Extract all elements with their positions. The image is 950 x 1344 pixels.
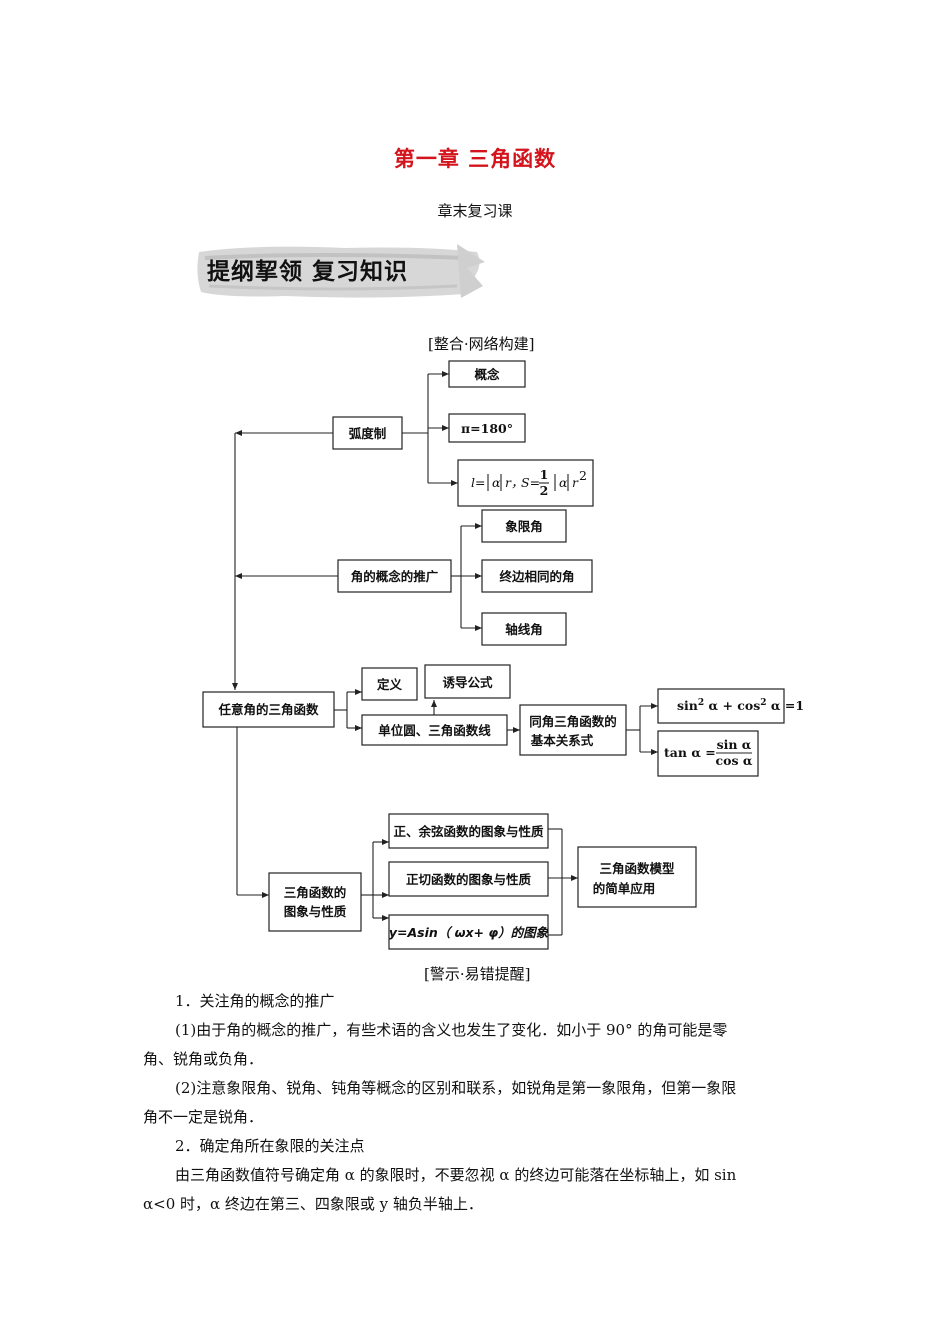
generalize-label: 角的概念的推广 xyxy=(351,569,439,584)
p1-line1: (1)由于角的概念的推广，有些术语的含义也发生了变化．如小于 90° 的角可能是… xyxy=(175,1021,728,1039)
trig-any-angle-box xyxy=(202,691,335,728)
graph-props-line2: 图象与性质 xyxy=(284,904,347,919)
quadrant-label: 象限角 xyxy=(505,519,543,534)
definition-box xyxy=(361,667,418,701)
pythag-identity: sin2 α + cos2 α =1 xyxy=(677,698,804,713)
model-line2: 的简单应用 xyxy=(593,881,656,896)
sincos-graph-box xyxy=(388,813,549,849)
p1-line2: 角、锐角或负角． xyxy=(143,1050,264,1068)
p3-line2: α<0 时，α 终边在第三、四象限或 y 轴负半轴上． xyxy=(143,1195,483,1213)
radian-box xyxy=(332,416,403,450)
asin-graph-label: y=Asin（ ωx+ φ）的图象 xyxy=(389,925,549,940)
axis-box xyxy=(481,612,567,646)
quadrant-box xyxy=(481,509,567,543)
brush-banner xyxy=(197,244,485,298)
svg-text:sin α: sin α xyxy=(717,737,752,752)
basic-relation-line2: 基本关系式 xyxy=(530,733,594,748)
p3-heading: 2．确定角所在象限的关注点 xyxy=(175,1137,365,1155)
model-box xyxy=(577,846,697,908)
svg-text:S=: S= xyxy=(521,475,540,490)
arc-formula: l= α r， S= 1 2 α r 2 xyxy=(471,467,587,498)
svg-text:l=: l= xyxy=(471,475,485,490)
svg-text:α: α xyxy=(492,475,501,490)
svg-text:1: 1 xyxy=(540,467,549,482)
svg-text:α: α xyxy=(559,475,568,490)
section-network-label: [整合·网络构建] xyxy=(428,335,535,353)
pythag-identity-box xyxy=(657,688,785,724)
concept-box xyxy=(448,360,526,388)
basic-relation-line1: 同角三角函数的 xyxy=(529,714,617,729)
graph-props-box xyxy=(268,872,362,932)
banner-text: 提纲挈领 复习知识 xyxy=(207,259,409,285)
p2-line2: 角不一定是锐角． xyxy=(143,1108,264,1126)
svg-text:tan α =: tan α = xyxy=(664,745,716,760)
induction-label: 诱导公式 xyxy=(442,675,493,690)
tan-graph-label: 正切函数的图象与性质 xyxy=(406,872,532,887)
graph-props-line1: 三角函数的 xyxy=(284,885,347,900)
svg-text:r，: r， xyxy=(505,475,523,490)
section-warning-label: [警示·易错提醒] xyxy=(424,965,531,983)
p2-line1: (2)注意象限角、锐角、钝角等概念的区别和联系，如锐角是第一象限角，但第一象限 xyxy=(175,1079,737,1097)
chapter-title: 第一章 三角函数 xyxy=(393,146,557,171)
svg-text:2: 2 xyxy=(579,468,587,483)
radian-label: 弧度制 xyxy=(349,426,387,441)
coterminal-box xyxy=(481,559,593,593)
lesson-subtitle: 章末复习课 xyxy=(437,202,513,220)
concept-label: 概念 xyxy=(474,367,500,382)
tan-graph-box xyxy=(388,861,549,897)
coterminal-label: 终边相同的角 xyxy=(499,569,574,584)
trig-any-angle-label: 任意角的三角函数 xyxy=(217,702,319,717)
unit-circle-label: 单位圆、三角函数线 xyxy=(378,723,491,738)
unit-circle-box xyxy=(361,714,508,746)
svg-text:cos α: cos α xyxy=(716,753,753,768)
svg-text:2: 2 xyxy=(540,483,549,498)
sincos-graph-label: 正、余弦函数的图象与性质 xyxy=(393,824,544,839)
pi-box xyxy=(448,413,526,443)
generalize-box xyxy=(337,559,452,593)
axis-label: 轴线角 xyxy=(505,622,543,637)
p3-line1: 由三角函数值符号确定角 α 的象限时，不要忽视 α 的终边可能落在坐标轴上，如 … xyxy=(175,1166,737,1184)
asin-graph-box xyxy=(388,914,549,950)
p1-heading: 1．关注角的概念的推广 xyxy=(175,992,335,1010)
induction-box xyxy=(424,664,511,699)
tan-identity: tan α = sin α cos α xyxy=(664,737,753,768)
definition-label: 定义 xyxy=(376,677,403,692)
model-line1: 三角函数模型 xyxy=(599,861,675,876)
pi-label: π=180° xyxy=(461,421,513,436)
arc-formula-box xyxy=(457,459,594,507)
svg-text:r: r xyxy=(572,475,579,490)
